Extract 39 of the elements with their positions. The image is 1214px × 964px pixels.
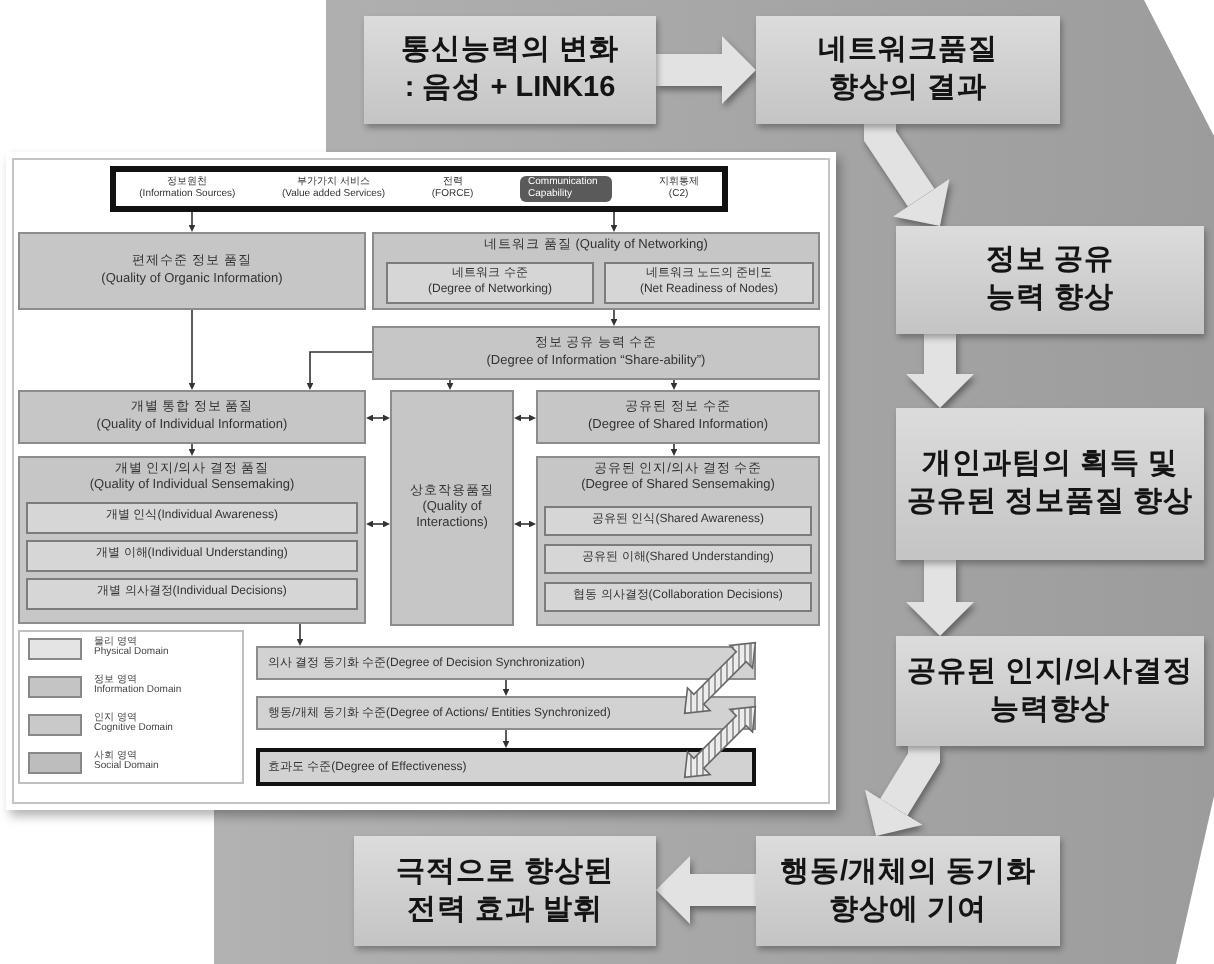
arrow (306, 351, 373, 390)
step-box: 행동/개체의 동기화 향상에 기여 (756, 836, 1060, 946)
item-box (604, 262, 814, 304)
arrow (188, 211, 196, 232)
step-box: 극적으로 향상된 전력 효과 발휘 (354, 836, 656, 946)
concept-box (18, 390, 366, 444)
arrow (670, 443, 678, 456)
arrow (502, 679, 510, 696)
item-box (386, 262, 594, 304)
header-bar (110, 166, 728, 212)
concept-box (536, 390, 820, 444)
block-arrow (906, 334, 974, 408)
concept-box (536, 456, 820, 626)
double-arrow (514, 520, 536, 528)
step-box: 네트워크품질 향상의 결과 (756, 16, 1060, 124)
step-box: 정보 공유 능력 향상 (896, 226, 1204, 334)
block-arrow (906, 560, 974, 636)
arrow (188, 443, 196, 456)
block-arrow (656, 36, 756, 104)
arrow (670, 379, 678, 390)
concept-box (372, 232, 820, 310)
arrow (610, 211, 618, 232)
arrow (446, 379, 454, 390)
arrow (502, 729, 510, 748)
block-arrow (864, 742, 940, 836)
concept-box (390, 390, 514, 626)
concept-box (372, 326, 820, 380)
concept-box (18, 232, 366, 310)
double-arrow (514, 414, 536, 422)
step-box: 개인과팀의 획득 및 공유된 정보품질 향상 (896, 408, 1204, 560)
block-arrow (864, 120, 950, 226)
double-arrow (366, 414, 390, 422)
arrow (188, 309, 196, 390)
arrow (610, 309, 618, 326)
step-box: 공유된 인지/의사결정 능력향상 (896, 636, 1204, 746)
concept-box (18, 456, 366, 624)
step-box: 통신능력의 변화 : 음성 + LINK16 (364, 16, 656, 124)
double-arrow (366, 520, 390, 528)
arrow (296, 623, 304, 646)
